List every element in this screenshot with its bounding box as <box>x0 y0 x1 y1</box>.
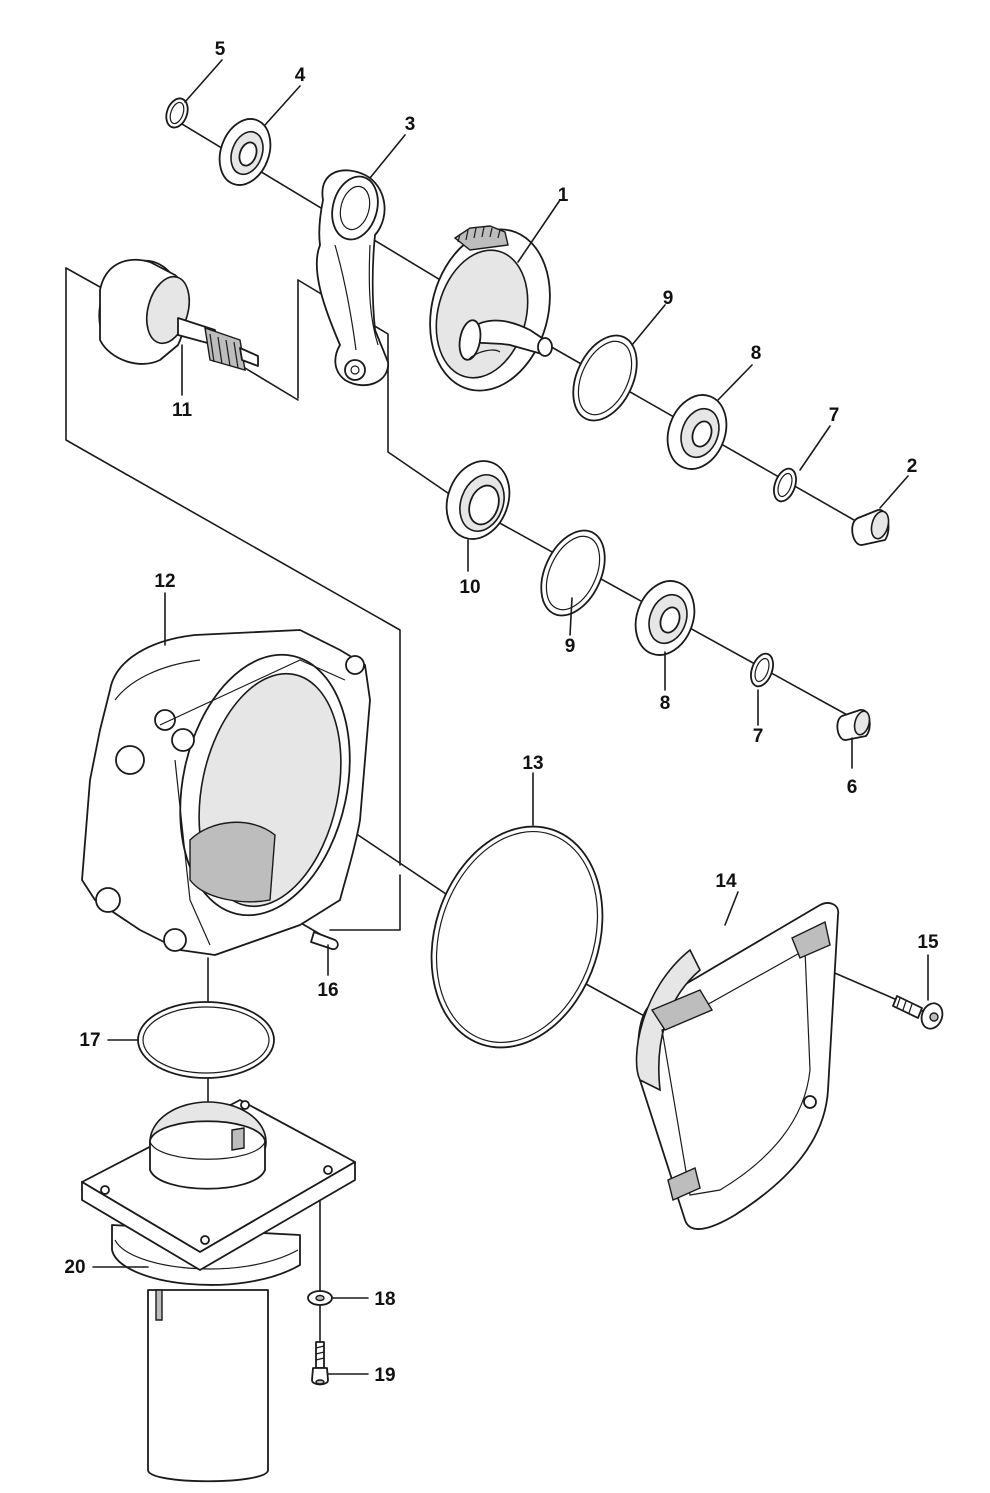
part-19-screw <box>311 1341 329 1386</box>
label-part-2: 2 <box>907 456 918 477</box>
part-5-circlip <box>165 97 189 129</box>
part-8-bearing-lower <box>634 580 696 656</box>
label-part-8-upper: 8 <box>751 343 762 364</box>
label-part-19: 19 <box>374 1365 395 1386</box>
label-part-16: 16 <box>317 980 338 1001</box>
label-part-14: 14 <box>715 871 737 892</box>
part-7-circlip-lower <box>750 652 774 688</box>
callout-labels: 5 4 3 1 9 8 7 2 11 10 12 9 8 7 6 13 14 1… <box>64 39 939 1386</box>
label-part-4: 4 <box>295 65 306 86</box>
part-16-pin <box>310 931 339 950</box>
part-13-large-o-ring <box>430 825 604 1049</box>
label-part-11: 11 <box>172 400 193 421</box>
part-6-cap <box>836 709 871 741</box>
part-14-cover-plate <box>635 902 840 1230</box>
label-part-15: 15 <box>917 932 939 953</box>
label-part-7-upper: 7 <box>829 405 840 426</box>
label-part-18: 18 <box>374 1289 395 1310</box>
label-leader-lines <box>92 59 929 1375</box>
part-17-o-ring <box>137 1001 275 1079</box>
part-15-screw <box>892 995 944 1030</box>
label-part-7-lower: 7 <box>753 726 764 747</box>
label-part-9-upper: 9 <box>663 288 674 309</box>
part-12-gear-housing <box>81 629 371 956</box>
part-10-oil-seal <box>445 460 511 540</box>
part-2-cap <box>851 509 890 546</box>
label-part-12: 12 <box>154 571 175 592</box>
label-part-3: 3 <box>405 114 416 135</box>
part-4-bearing <box>218 118 272 186</box>
part-18-washer <box>307 1290 333 1306</box>
part-7-circlip-upper <box>773 467 797 503</box>
part-1-crank-gear <box>429 225 553 392</box>
part-9-retaining-ring-upper <box>572 334 638 422</box>
part-8-bearing-upper <box>666 394 728 470</box>
label-part-10: 10 <box>459 577 480 598</box>
part-20-lower-housing <box>81 1099 356 1483</box>
label-part-6: 6 <box>847 777 858 798</box>
label-part-9-lower: 9 <box>565 636 576 657</box>
label-part-13: 13 <box>522 753 543 774</box>
label-part-20: 20 <box>64 1257 85 1278</box>
part-3-connecting-rod <box>315 169 389 387</box>
label-part-8-lower: 8 <box>660 693 671 714</box>
label-part-17: 17 <box>79 1030 100 1051</box>
label-part-1: 1 <box>558 185 569 206</box>
part-9-retaining-ring-lower <box>540 529 606 617</box>
part-11-pinion-shaft <box>98 258 259 371</box>
label-part-5: 5 <box>215 39 226 60</box>
